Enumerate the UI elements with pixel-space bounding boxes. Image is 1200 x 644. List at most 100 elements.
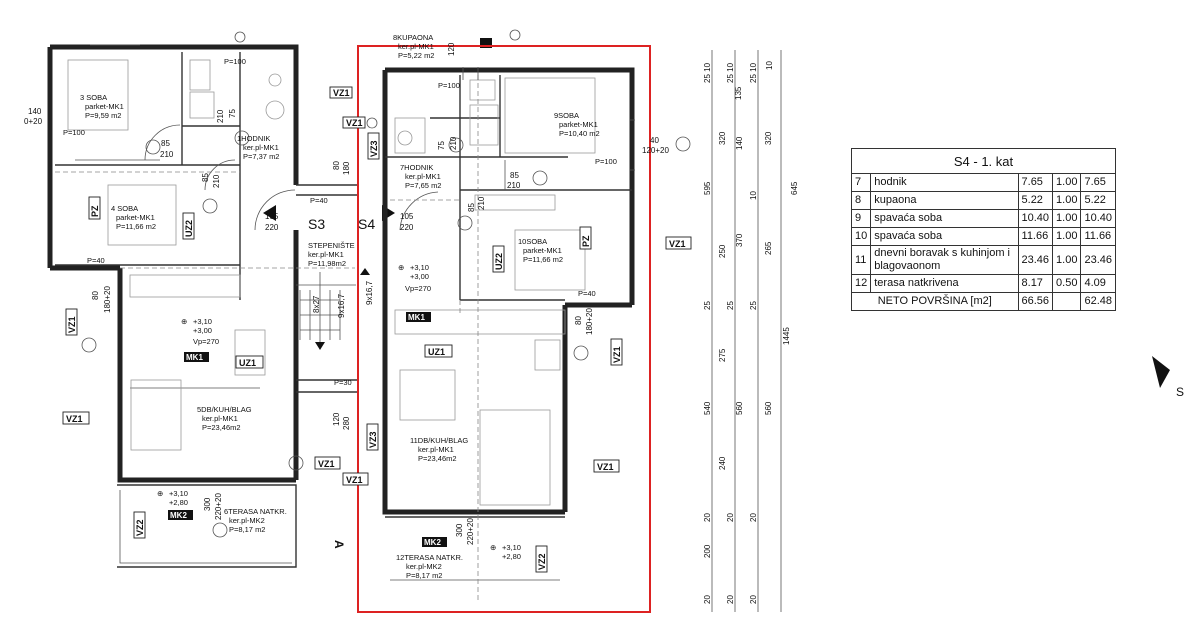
tag-vz2: VZ2 <box>135 519 145 536</box>
room-area: P=11,66 m2 <box>116 222 156 231</box>
room-number: 3 <box>80 93 84 102</box>
svg-text:25: 25 <box>749 301 758 310</box>
room-area: P=11,98m2 <box>308 259 346 268</box>
svg-text:135: 135 <box>734 86 743 100</box>
unit-label-s3: S3 <box>308 216 325 232</box>
svg-text:210: 210 <box>216 109 225 123</box>
svg-text:⊕: ⊕ <box>398 263 404 272</box>
room-area: P=11,66 m2 <box>523 255 563 264</box>
svg-text:240: 240 <box>718 456 727 470</box>
svg-text:P=100: P=100 <box>224 57 246 66</box>
room-area: P=8,17 m2 <box>229 525 265 534</box>
room-name: TERASA NATKR. <box>404 553 463 562</box>
svg-text:265: 265 <box>764 241 773 255</box>
svg-text:120: 120 <box>332 412 341 426</box>
svg-text:9x16,7: 9x16,7 <box>337 293 346 318</box>
room-floor: ker.pl-MK1 <box>398 42 434 51</box>
level: +2,80 <box>169 498 188 507</box>
svg-text:250: 250 <box>718 244 727 258</box>
tag-mk2: MK2 <box>170 511 187 520</box>
tag-vz3: VZ3 <box>369 140 379 157</box>
room-area: P=23,46m2 <box>418 454 457 463</box>
svg-text:P=40: P=40 <box>87 256 105 265</box>
svg-text:120: 120 <box>447 42 456 56</box>
svg-text:85: 85 <box>510 171 519 180</box>
svg-text:210: 210 <box>477 196 486 210</box>
table-title: S4 - 1. kat <box>851 148 1116 174</box>
room-name: DB/KUH/BLAG <box>418 436 469 445</box>
svg-text:200: 200 <box>703 544 712 558</box>
tag-uz1: UZ1 <box>428 347 445 357</box>
room-number: 8 <box>393 33 397 42</box>
room-area: P=9,59 m2 <box>85 111 121 120</box>
room-name: STEPENIŠTE <box>308 241 355 250</box>
room-floor: parket-MK1 <box>85 102 124 111</box>
room-number: 6 <box>224 507 228 516</box>
svg-text:370: 370 <box>735 233 744 247</box>
north-arrow-icon: S <box>1152 356 1184 399</box>
svg-text:85: 85 <box>161 139 170 148</box>
unit-s4 <box>357 29 691 613</box>
svg-text:20: 20 <box>749 595 758 604</box>
svg-text:20: 20 <box>726 595 735 604</box>
svg-text:120+20: 120+20 <box>642 146 669 155</box>
svg-text:10: 10 <box>749 191 758 200</box>
level-marks: ⊕ +3,10 +3,00 Vp=270 ⊕ +3,10 +3,00 Vp=27… <box>157 263 521 561</box>
room-number: 5 <box>197 405 201 414</box>
room-name: SOBA <box>558 111 579 120</box>
room-number: 9 <box>554 111 558 120</box>
tag-vz3: VZ3 <box>368 431 378 448</box>
small-labels: P=100 P=100 P=40 P=40 P=30 P=100 P=100 P… <box>63 57 617 387</box>
svg-text:560: 560 <box>764 401 773 415</box>
tag-vz1: VZ1 <box>67 316 77 333</box>
svg-text:P=30: P=30 <box>334 378 352 387</box>
svg-text:140: 140 <box>28 107 42 116</box>
room-name: TERASA NATKR. <box>228 507 287 516</box>
svg-text:20: 20 <box>726 513 735 522</box>
svg-text:275: 275 <box>718 348 727 362</box>
tag-uz1: UZ1 <box>239 358 256 368</box>
room-area: P=10,40 m2 <box>559 129 600 138</box>
svg-text:540: 540 <box>703 401 712 415</box>
svg-text:75: 75 <box>437 141 446 150</box>
tag-vz1: VZ1 <box>333 88 350 98</box>
svg-text:85: 85 <box>467 203 476 212</box>
wall-tags: VZ1 VZ1 VZ3 PZ UZ2 VZ1 UZ1 VZ1 VZ1 VZ2 V… <box>62 86 692 573</box>
tag-uz2: UZ2 <box>184 220 194 237</box>
room-number: 4 <box>111 204 115 213</box>
svg-text:220+20: 220+20 <box>466 518 475 545</box>
svg-text:25: 25 <box>703 301 712 310</box>
tag-vz1: VZ1 <box>669 239 686 249</box>
room-area: P=23,46m2 <box>202 423 241 432</box>
svg-text:300: 300 <box>203 497 212 511</box>
room-floor: ker.pl-MK1 <box>243 143 279 152</box>
level: +3,10 <box>169 489 188 498</box>
svg-text:280: 280 <box>342 416 351 430</box>
svg-text:595: 595 <box>703 181 712 195</box>
level: Vp=270 <box>193 337 219 346</box>
svg-text:220: 220 <box>265 223 279 232</box>
tag-vz1: VZ1 <box>346 475 363 485</box>
svg-text:80: 80 <box>332 161 341 170</box>
svg-text:180+20: 180+20 <box>585 308 594 335</box>
svg-text:210: 210 <box>212 174 221 188</box>
svg-text:25 10: 25 10 <box>726 62 735 83</box>
svg-text:220: 220 <box>400 223 414 232</box>
svg-text:85: 85 <box>201 173 210 182</box>
room-floor: ker.pl-MK2 <box>229 516 265 525</box>
svg-text:220+20: 220+20 <box>214 493 223 520</box>
room-floor: ker.pl-MK1 <box>405 172 441 181</box>
room-name: HODNIK <box>241 134 270 143</box>
